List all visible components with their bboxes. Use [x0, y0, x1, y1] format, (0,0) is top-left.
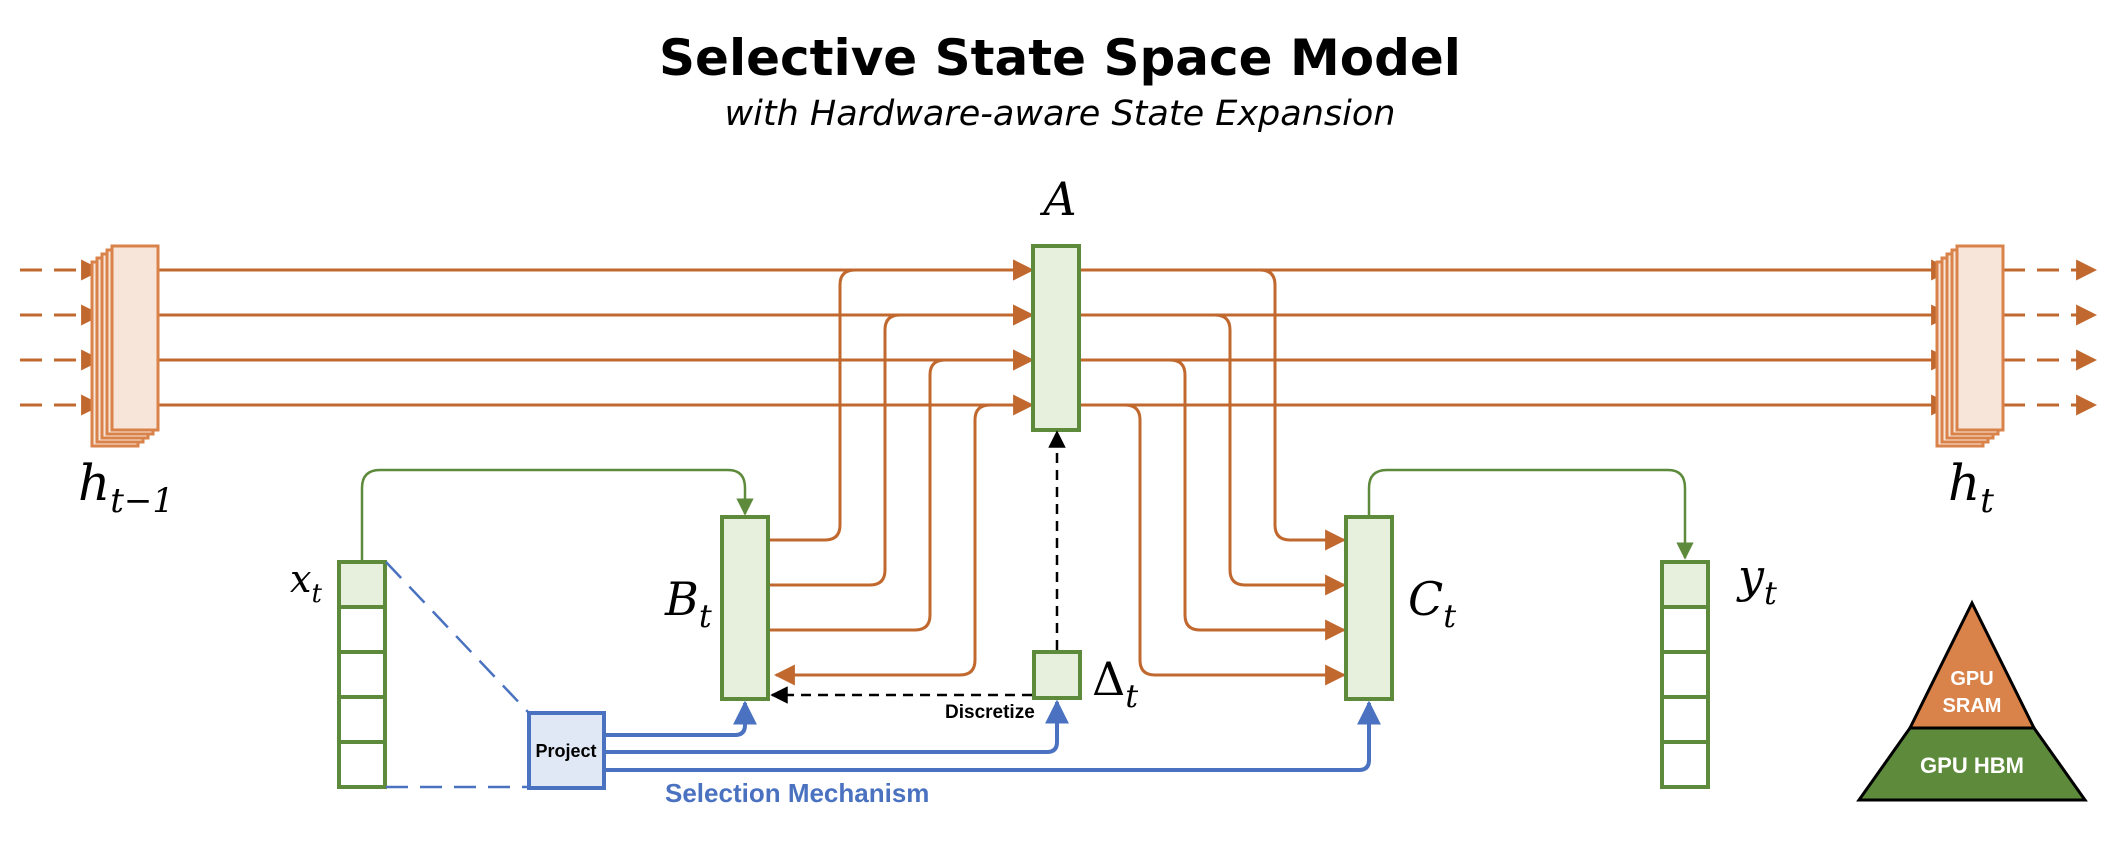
b-to-a-connector-3	[770, 349, 1035, 632]
h-next-label: ht	[1948, 454, 1994, 521]
b-to-a-connector-2	[770, 304, 1035, 587]
x-cell	[337, 650, 387, 699]
b-matrix-block	[720, 515, 770, 701]
project-box	[527, 711, 606, 790]
a-to-c-connector-1	[1080, 268, 1347, 551]
a-to-c-connector-2	[1080, 313, 1347, 596]
y-cell	[1660, 740, 1710, 789]
gpu-sram-label-line1: GPU	[1950, 668, 1993, 690]
diagram-subtitle: with Hardware-aware State Expansion	[725, 94, 1396, 134]
a-to-c-connector-3	[1080, 358, 1347, 641]
x-label: xt	[290, 557, 322, 609]
x-input-column	[337, 560, 387, 789]
x-cell	[337, 695, 387, 744]
c-to-y-arrow	[1367, 468, 1694, 560]
project-to-delta-arrow	[606, 699, 1069, 754]
y-cell	[1660, 605, 1710, 654]
c-matrix-block	[1344, 515, 1394, 701]
a-label: A	[1039, 172, 1076, 226]
c-label: Ct	[1408, 572, 1456, 635]
project-to-b-arrow	[606, 700, 757, 737]
delta-label: Δt	[1092, 652, 1138, 715]
a-to-c-connector-4	[1080, 403, 1347, 686]
y-cell	[1660, 650, 1710, 699]
x-cell	[337, 605, 387, 654]
y-cell-active	[1660, 560, 1710, 609]
gpu-sram-label-line2: SRAM	[1943, 695, 2002, 717]
a-matrix-block	[1031, 244, 1081, 432]
h-prev-label: ht−1	[78, 454, 174, 521]
gpu-hbm-label: GPU HBM	[1920, 753, 2024, 778]
y-cell	[1660, 695, 1710, 744]
diagram-title: Selective State Space Model	[659, 29, 1461, 87]
h-prev-state-block	[90, 244, 160, 448]
selection-mechanism-label: Selection Mechanism	[665, 778, 929, 808]
x-to-b-arrow	[360, 468, 754, 560]
y-label: yt	[1736, 549, 1777, 612]
state-lines	[20, 259, 2098, 686]
y-output-column	[1660, 560, 1710, 789]
x-cell	[337, 740, 387, 789]
a-to-b-connector-4	[773, 403, 1032, 686]
x-cell-active	[337, 560, 387, 609]
project-label: Project	[535, 741, 596, 761]
delta-block	[1032, 650, 1082, 700]
b-label: Bt	[664, 572, 712, 635]
b-to-a-connector-1	[770, 259, 1035, 542]
discretize-label: Discretize	[945, 702, 1035, 723]
gpu-memory-legend: GPU SRAM GPU HBM	[1856, 599, 2088, 802]
h-next-state-block	[1935, 244, 2005, 448]
x-to-project-dashed-top	[385, 561, 529, 713]
gpu-hbm-trapezoid	[1856, 726, 2088, 802]
project-to-c-arrow	[606, 700, 1381, 772]
